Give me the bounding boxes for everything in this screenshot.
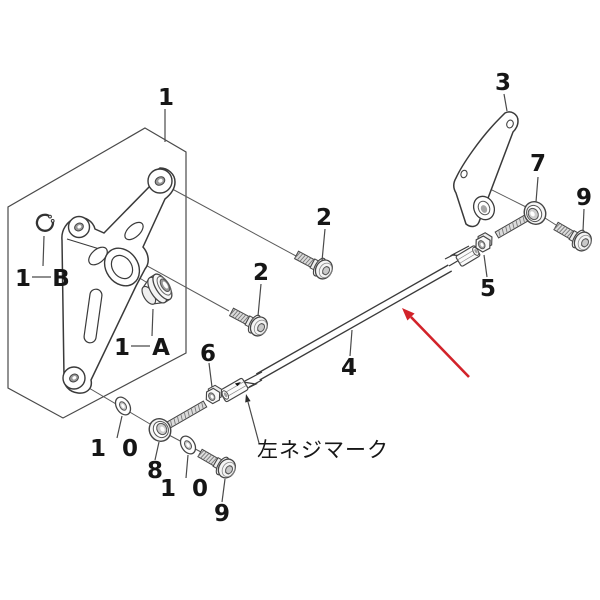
plate-slot-upper — [124, 221, 144, 241]
red-arrow-head — [402, 308, 415, 321]
label-part-10-left: 1 0 — [90, 436, 142, 462]
part-8-rod-end — [144, 400, 208, 446]
label-part-2-upper: 2 — [316, 205, 332, 231]
part-1b-circlip — [35, 213, 55, 232]
part-2-bolt-upper — [291, 245, 337, 283]
part-4-rod — [219, 245, 481, 403]
part-2-bolt-lower — [226, 302, 272, 340]
part-3-bracket — [453, 111, 519, 228]
part-1-bracket-plate — [61, 167, 176, 394]
red-arrow-shaft — [410, 316, 470, 378]
label-leaders — [32, 93, 585, 503]
part-1a-bushing — [141, 273, 173, 305]
note-leader — [245, 394, 260, 444]
plate-slot-leg — [83, 288, 103, 344]
label-part-6: 6 — [200, 341, 216, 367]
label-part-5: 5 — [480, 276, 496, 302]
label-part-1b-letter: B — [52, 266, 70, 292]
part-10-washer-mid — [176, 432, 200, 458]
label-part-7: 7 — [530, 151, 546, 177]
label-part-9-lower: 9 — [214, 501, 230, 527]
red-arrow — [402, 308, 470, 378]
left-thread-mark-glyph — [234, 382, 241, 387]
label-part-8: 8 — [147, 458, 163, 484]
label-part-4: 4 — [341, 355, 357, 381]
label-part-2-lower: 2 — [253, 260, 269, 286]
label-part-1: 1 — [158, 85, 174, 111]
left-thread-mark-note: 左ネジマーク — [257, 438, 389, 462]
label-part-9-right: 9 — [576, 185, 592, 211]
part-10-washer-left — [111, 393, 135, 419]
part-1-boundary-box — [7, 127, 187, 419]
label-part-1a-num: 1 — [114, 335, 130, 361]
note-arrowhead — [245, 394, 251, 403]
label-part-10-mid: 1 0 — [160, 476, 212, 502]
label-part-1b-num: 1 — [15, 266, 31, 292]
part-7-rod-end — [494, 197, 551, 239]
plate-slot-left — [88, 246, 108, 266]
label-part-1a-letter: A — [152, 335, 170, 361]
part-9-bolt-right — [550, 216, 596, 255]
label-part-3: 3 — [495, 70, 511, 96]
